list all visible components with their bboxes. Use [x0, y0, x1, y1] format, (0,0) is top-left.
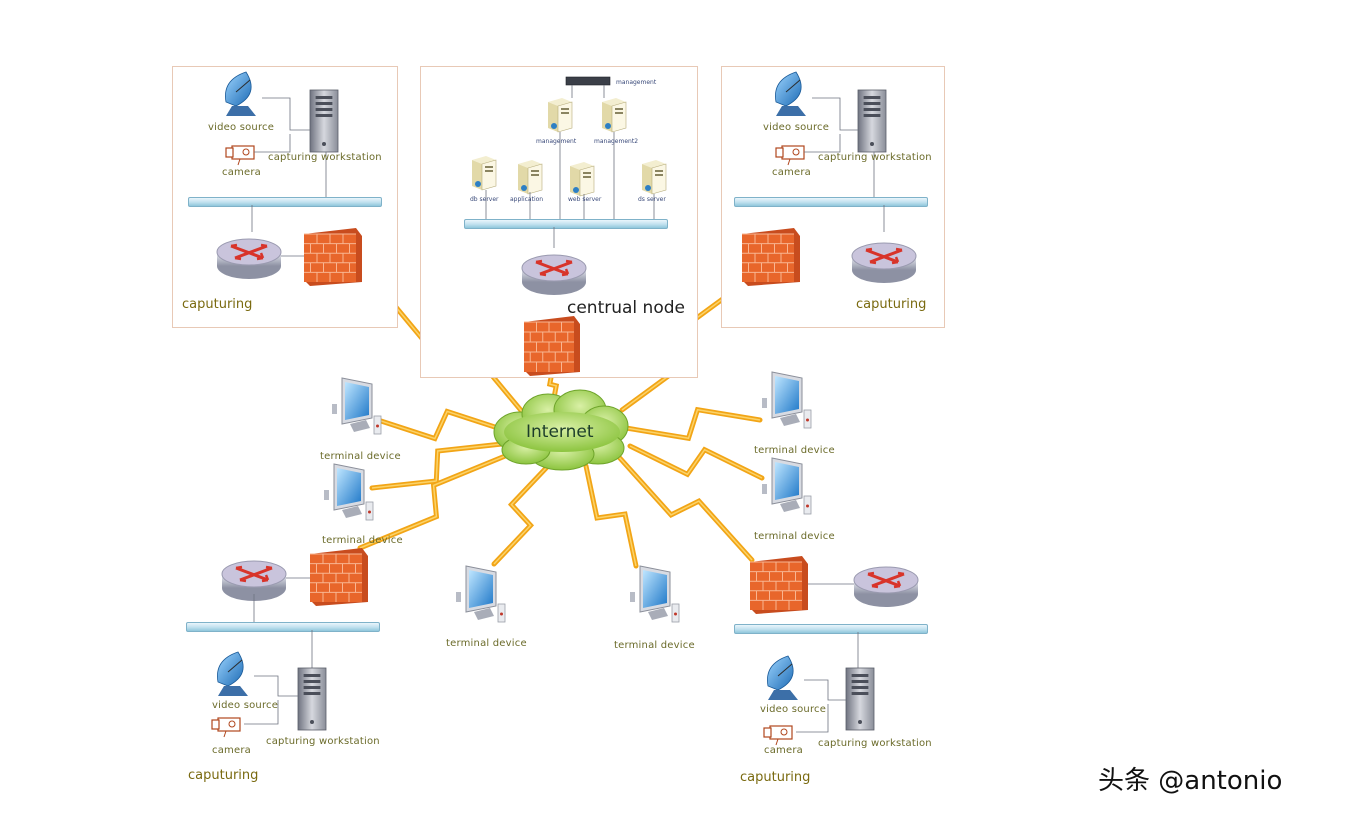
lightning-bolt-highlight — [585, 465, 637, 567]
link-line — [812, 97, 858, 131]
watermark: 头条 @antonio — [1098, 766, 1283, 796]
terminal-label: terminal device — [322, 535, 403, 546]
terminal-label: terminal device — [446, 638, 527, 649]
server-label: db server — [470, 196, 499, 203]
lightning-bolt-highlight — [625, 408, 761, 440]
link-line — [244, 700, 279, 725]
capturing-workstation-label: capturing workstation — [268, 152, 382, 163]
lan-bus-bottom-left — [186, 622, 380, 632]
lightning-bolt-highlight — [359, 453, 511, 549]
firewall-icon — [304, 228, 362, 286]
router-icon — [521, 254, 587, 295]
switch-icon — [565, 76, 611, 86]
server-tower-icon — [309, 89, 339, 153]
server-icon — [518, 160, 543, 195]
terminal-monitor-icon — [456, 565, 506, 623]
switch-label: management — [616, 79, 657, 86]
lightning-bolt-highlight — [617, 455, 753, 561]
terminal-label: terminal device — [754, 445, 835, 456]
camera-icon — [211, 717, 241, 738]
camera-label: camera — [212, 745, 251, 756]
firewall-icon — [524, 316, 580, 376]
terminal-monitor-icon — [762, 371, 812, 429]
camera-icon — [763, 725, 793, 746]
satellite-dish-icon — [775, 71, 806, 116]
server-label: management — [536, 138, 577, 145]
lan-bus-central — [464, 219, 668, 229]
router-icon — [221, 560, 287, 601]
internet-label: Internet — [526, 422, 594, 442]
router-icon — [853, 566, 919, 607]
terminal-monitor-icon — [630, 565, 680, 623]
server-label: ds server — [638, 196, 666, 203]
server-icon — [602, 98, 627, 133]
site-label: caputuring — [188, 768, 259, 783]
camera-label: camera — [764, 745, 803, 756]
router-icon — [851, 242, 917, 283]
site-label: caputuring — [856, 297, 927, 312]
video-source-label: video source — [760, 704, 827, 715]
lightning-bolt-highlight — [629, 445, 763, 479]
capturing-workstation-label: capturing workstation — [818, 152, 932, 163]
server-icon — [548, 98, 573, 133]
server-label: application — [510, 196, 544, 203]
video-source-label: video source — [763, 122, 830, 133]
satellite-dish-icon — [767, 655, 798, 700]
link-line — [254, 675, 298, 697]
internet-cloud-icon — [493, 389, 629, 471]
lightning-bolt-highlight — [493, 465, 549, 565]
camera-label: camera — [222, 167, 261, 178]
server-icon — [472, 156, 497, 191]
server-icon — [642, 160, 667, 195]
server-label: web server — [568, 196, 602, 203]
video-source-label: video source — [208, 122, 275, 133]
terminal-monitor-icon — [332, 377, 382, 435]
server-tower-icon — [857, 89, 887, 153]
site-label: caputuring — [182, 297, 253, 312]
camera-icon — [225, 145, 255, 166]
satellite-dish-icon — [225, 71, 256, 116]
firewall-icon — [310, 548, 368, 606]
lightning-bolt-highlight — [377, 410, 505, 440]
terminal-label: terminal device — [320, 451, 401, 462]
site-label: caputuring — [740, 770, 811, 785]
lightning-bolt-highlight — [371, 443, 503, 489]
capturing-workstation-label: capturing workstation — [818, 738, 932, 749]
link-line — [804, 134, 841, 153]
camera-icon — [775, 145, 805, 166]
server-tower-icon — [845, 667, 875, 731]
lan-bus-bottom-right — [734, 624, 928, 634]
firewall-icon — [742, 228, 800, 286]
link-line — [254, 134, 291, 153]
server-label: management2 — [594, 138, 639, 145]
terminal-monitor-icon — [324, 463, 374, 521]
terminal-monitor-icon — [762, 457, 812, 515]
central-node-label: centrual node — [567, 298, 685, 318]
firewall-icon — [750, 556, 808, 614]
capturing-workstation-label: capturing workstation — [266, 736, 380, 747]
link-line — [796, 704, 829, 733]
router-icon — [216, 238, 282, 279]
server-icon — [570, 162, 595, 197]
terminal-label: terminal device — [754, 531, 835, 542]
satellite-dish-icon — [217, 651, 248, 696]
lan-bus-top-left — [188, 197, 382, 207]
lightning-bolt-highlight — [548, 371, 558, 399]
lan-bus-top-right — [734, 197, 928, 207]
link-line — [804, 679, 846, 701]
server-tower-icon — [297, 667, 327, 731]
terminal-label: terminal device — [614, 640, 695, 651]
video-source-label: video source — [212, 700, 279, 711]
camera-label: camera — [772, 167, 811, 178]
link-line — [262, 97, 310, 131]
